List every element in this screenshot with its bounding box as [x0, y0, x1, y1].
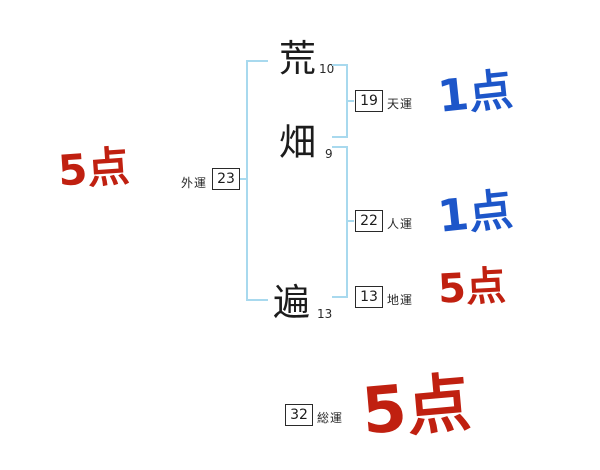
- outer-bracket-bottom-tick: [246, 299, 268, 301]
- heaven-bracket-vertical-line: [346, 64, 348, 138]
- name-char-2: 畑: [279, 121, 316, 164]
- outer-bracket-vertical-line: [246, 60, 248, 301]
- outer-luck-score: 5点: [56, 141, 131, 196]
- earth-luck-label: 地運: [387, 293, 414, 307]
- outer-bracket-top-tick: [246, 60, 268, 62]
- heaven-luck-score: 1点: [435, 64, 516, 123]
- person-luck-score: 1点: [435, 184, 516, 243]
- person-bracket-vertical-line: [346, 146, 348, 298]
- name-char-1: 荒: [279, 37, 316, 80]
- heaven-bracket-top-tick: [332, 64, 348, 66]
- heaven-bracket-bottom-tick: [332, 136, 348, 138]
- total-luck-score: 5点: [358, 366, 474, 450]
- heaven-luck-label: 天運: [387, 97, 414, 111]
- outer-bracket-box-stub: [239, 178, 246, 180]
- person-luck-value-box: 22: [355, 210, 383, 232]
- name-char-3-strokes: 13: [317, 307, 333, 321]
- person-bracket-bottom-tick: [332, 296, 348, 298]
- earth-luck-value-box: 13: [355, 286, 383, 308]
- name-char-3: 遍: [273, 281, 310, 324]
- person-luck-label: 人運: [387, 217, 414, 231]
- heaven-luck-value-box: 19: [355, 90, 383, 112]
- outer-luck-value-box: 23: [212, 168, 240, 190]
- name-char-2-strokes: 9: [325, 147, 333, 161]
- person-bracket-box-stub: [348, 220, 354, 222]
- person-bracket-top-tick: [332, 146, 348, 148]
- name-char-1-strokes: 10: [319, 62, 335, 76]
- total-luck-label: 総運: [317, 411, 344, 425]
- outer-luck-label: 外運: [181, 176, 208, 190]
- earth-luck-score: 5点: [436, 263, 508, 313]
- heaven-bracket-box-stub: [348, 100, 354, 102]
- total-luck-value-box: 32: [285, 404, 313, 426]
